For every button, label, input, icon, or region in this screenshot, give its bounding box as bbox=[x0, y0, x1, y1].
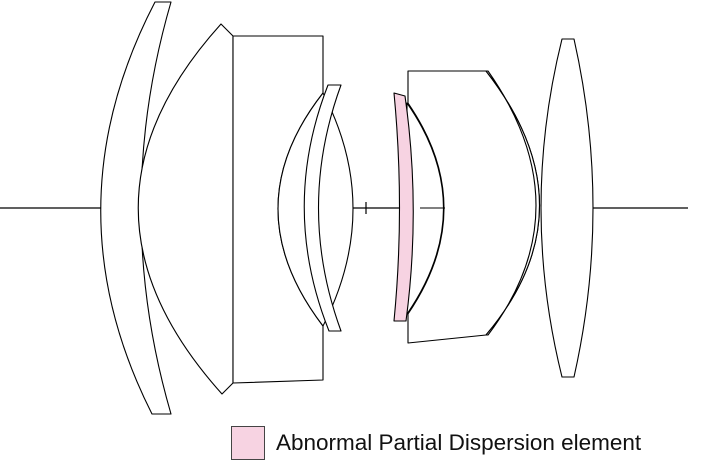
apd-lens-element bbox=[393, 92, 414, 322]
lens-element-2 bbox=[137, 23, 234, 395]
legend-swatch-apd bbox=[231, 426, 265, 460]
lens-element-1 bbox=[100, 1, 172, 415]
lens-element-10 bbox=[540, 38, 594, 378]
legend: Abnormal Partial Dispersion element bbox=[231, 425, 641, 461]
lens-element-8 bbox=[485, 70, 541, 336]
lens-element-5 bbox=[303, 84, 342, 332]
legend-label: Abnormal Partial Dispersion element bbox=[276, 430, 642, 455]
